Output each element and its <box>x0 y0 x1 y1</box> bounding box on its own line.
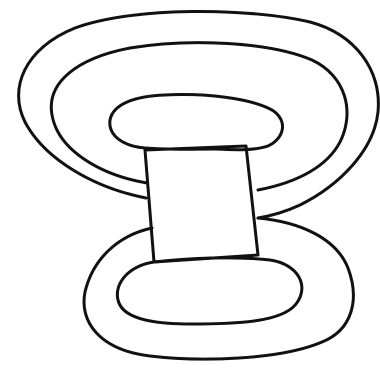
line-drawing <box>0 0 380 370</box>
background <box>0 0 380 370</box>
